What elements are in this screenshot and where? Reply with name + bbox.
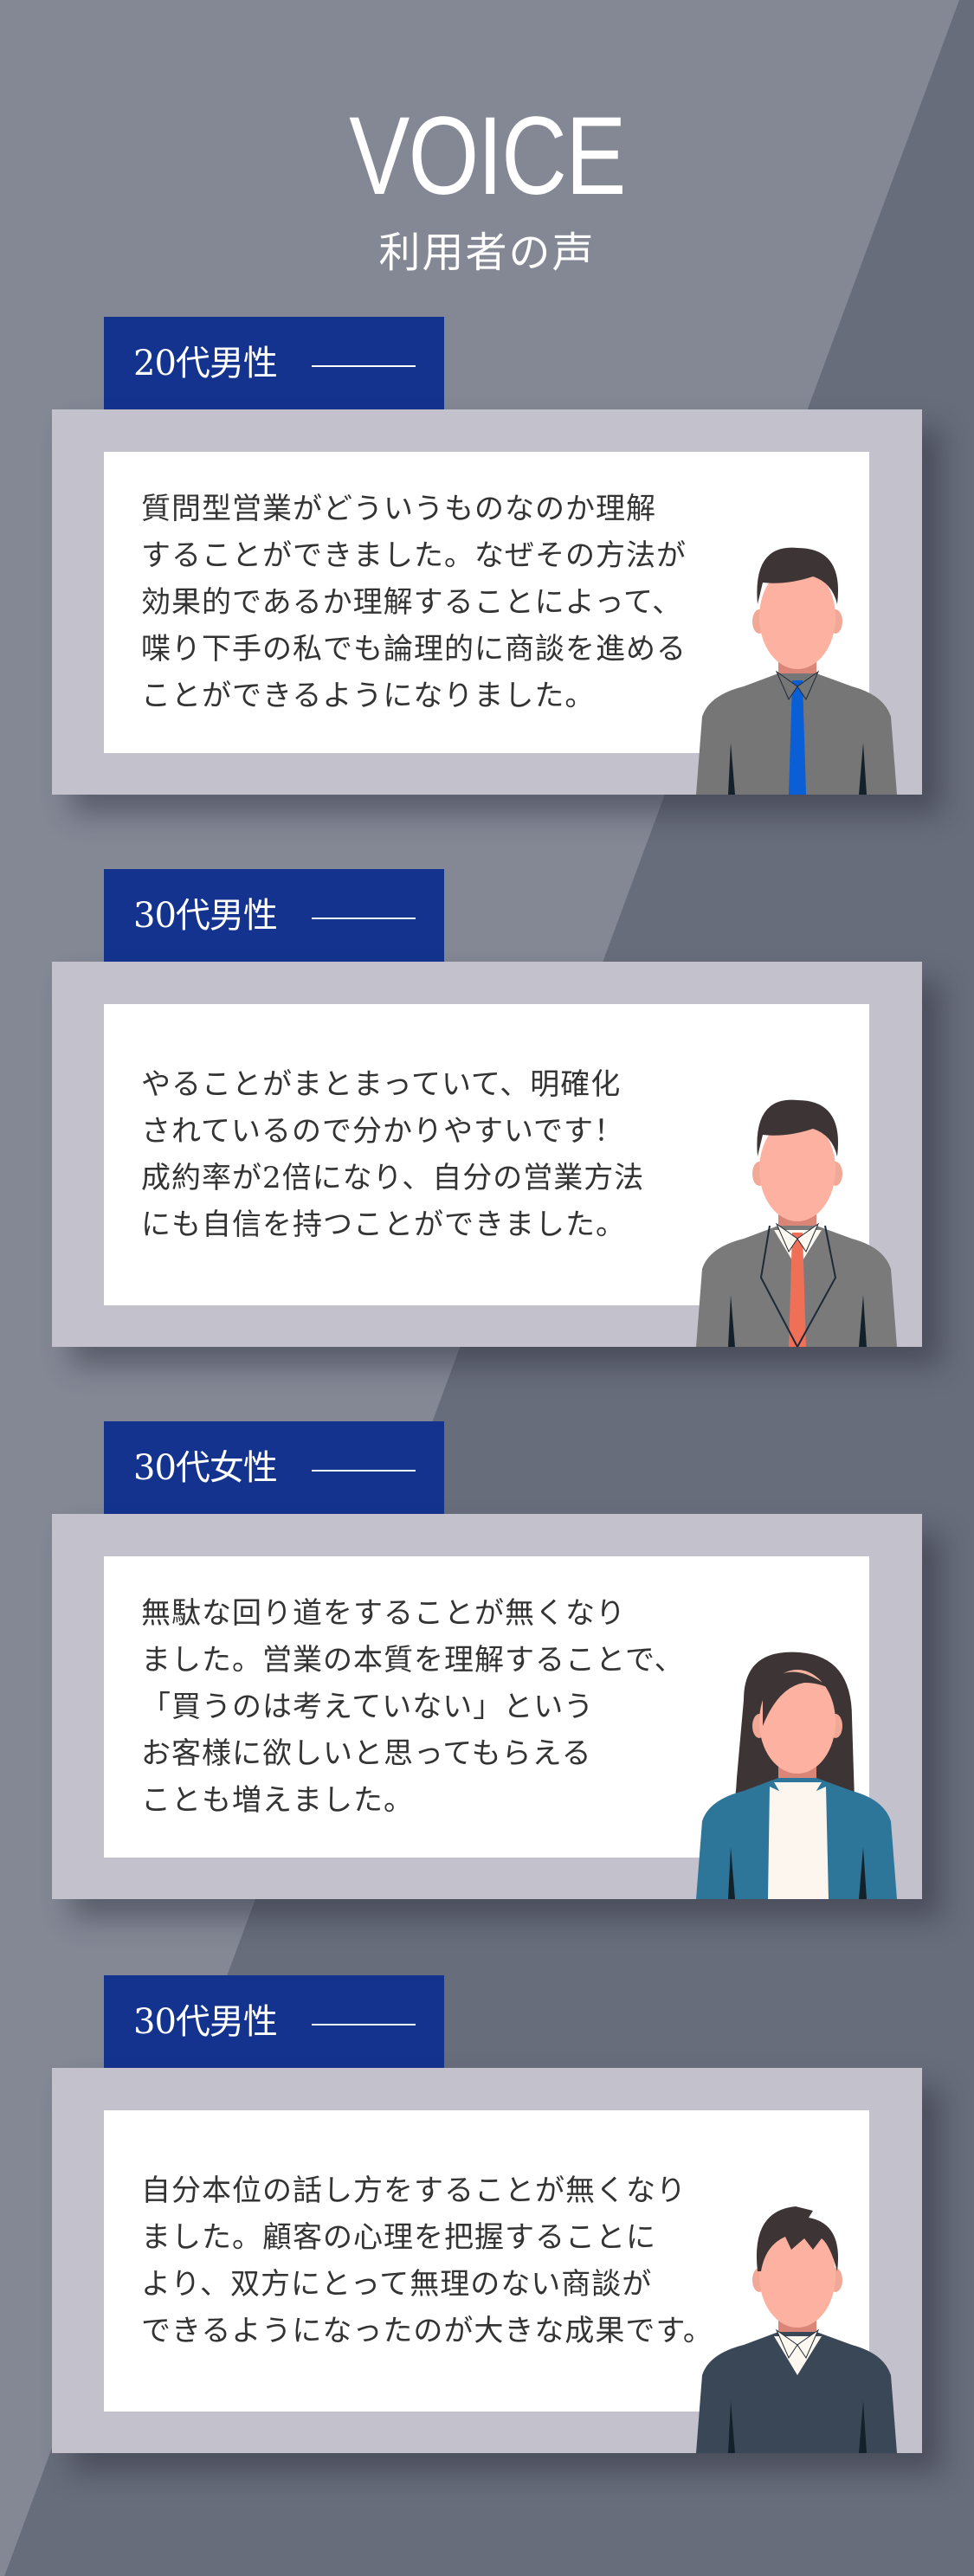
man-navy-sweater-icon — [683, 2202, 908, 2453]
testimonial-label-text: 30代男性 — [133, 2002, 278, 2042]
testimonial-text-line: されているので分かりやすいです！ — [141, 1114, 624, 1149]
testimonial-card: 質問型営業がどういうものなのか理解することができました。なぜその方法が効果的であ… — [52, 409, 922, 795]
testimonial-text-line: 効果的であるか理解することによって、 — [141, 585, 683, 620]
label-divider — [312, 1470, 416, 1472]
label-divider — [312, 365, 416, 367]
testimonial-text-line: できるようになったのが大きな成果です。 — [141, 2314, 713, 2348]
testimonial-text-line: より、双方にとって無理のない商談が — [141, 2267, 653, 2302]
testimonial-text-line: やることがまとまっていて、明確化 — [141, 1067, 622, 1102]
testimonial-card: 自分本位の話し方をすることが無くなりました。顧客の心理を把握することにより、双方… — [52, 2068, 922, 2453]
testimonial-text-line: 無駄な回り道をすることが無くなり — [141, 1596, 626, 1631]
label-divider — [312, 918, 416, 919]
testimonial-text-line: ことも増えました。 — [141, 1783, 414, 1818]
testimonial-text-line: ことができるようになりました。 — [141, 679, 596, 713]
page-subtitle: 利用者の声 — [378, 229, 596, 277]
testimonial-text-line: 質問型営業がどういうものなのか理解 — [141, 492, 656, 526]
testimonial-text-line: お客様に欲しいと思ってもらえる — [141, 1736, 592, 1771]
testimonial-text-line: ました。営業の本質を理解することで、 — [141, 1643, 685, 1678]
testimonial-text-line: することができました。なぜその方法が — [141, 538, 687, 573]
label-divider — [312, 2024, 416, 2025]
testimonial-label: 30代男性 — [104, 869, 444, 963]
testimonial-label: 30代男性 — [104, 1975, 444, 2069]
testimonial-label: 30代女性 — [104, 1421, 444, 1515]
testimonial-text-line: 自分本位の話し方をすることが無くなり — [141, 2174, 687, 2208]
testimonial-text-line: にも自信を持つことができました。 — [141, 1208, 626, 1242]
testimonial-card: やることがまとまっていて、明確化されているので分かりやすいです！ 成約率が2倍にな… — [52, 962, 922, 1347]
testimonial-2: 30代男性やることがまとまっていて、明確化されているので分かりやすいです！ 成約率… — [0, 869, 974, 1354]
woman-blue-jacket-icon — [683, 1648, 908, 1899]
man-shirt-blue-tie-icon — [683, 544, 908, 795]
testimonial-text-line: 「買うのは考えていない」という — [141, 1690, 595, 1724]
testimonial-label-text: 30代男性 — [133, 896, 278, 936]
testimonial-card: 無駄な回り道をすることが無くなりました。営業の本質を理解することで、「買うのは考… — [52, 1514, 922, 1899]
testimonial-3: 30代女性無駄な回り道をすることが無くなりました。営業の本質を理解することで、「… — [0, 1421, 974, 1906]
testimonial-1: 20代男性質問型営業がどういうものなのか理解することができました。なぜその方法が… — [0, 317, 974, 802]
page-title: VOICE — [349, 94, 626, 218]
testimonial-label: 20代男性 — [104, 317, 444, 410]
testimonial-text-line: 成約率が2倍になり、自分の営業方法 — [141, 1161, 645, 1195]
testimonial-4: 30代男性自分本位の話し方をすることが無くなりました。顧客の心理を把握することに… — [0, 1975, 974, 2460]
testimonial-text-line: 喋り下手の私でも論理的に商談を進める — [141, 632, 687, 667]
testimonial-label-text: 30代女性 — [133, 1448, 278, 1488]
testimonial-label-text: 20代男性 — [133, 344, 278, 383]
testimonial-text-line: ました。顧客の心理を把握することに — [141, 2220, 656, 2255]
man-suit-red-tie-icon — [683, 1096, 908, 1347]
